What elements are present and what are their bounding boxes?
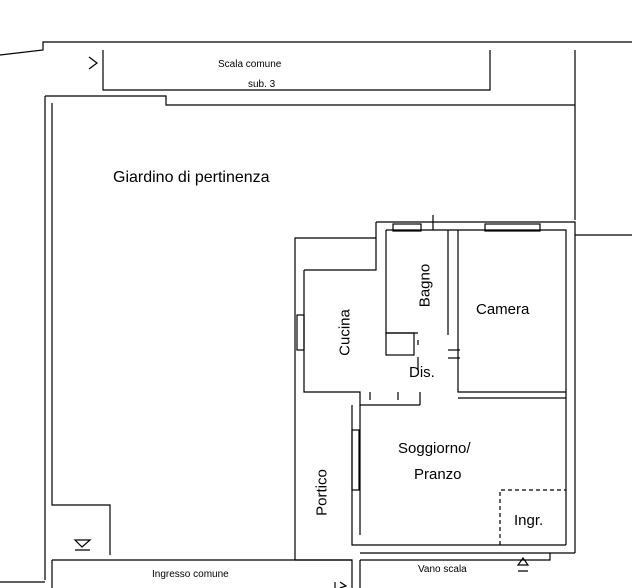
scala-comune-wall: [102, 50, 491, 91]
scala-sub-label: sub. 3: [248, 79, 276, 90]
ingresso-dashed: [499, 489, 566, 545]
portico-label: Portico: [313, 469, 331, 516]
camera-label: Camera: [476, 301, 530, 318]
garden-boundary-inner: [51, 103, 111, 555]
vano-scala-label: Vano scala: [418, 564, 467, 575]
ingr-label: Ingr.: [514, 512, 544, 529]
scala-arrow: [88, 56, 98, 70]
window-camera: [484, 223, 541, 232]
garden-boundary-outer: [45, 95, 575, 106]
dis-label: Dis.: [409, 364, 435, 381]
common-wall: [52, 559, 353, 588]
cucina-left: [303, 270, 420, 406]
stair-arrow-vano: [516, 556, 530, 572]
window-cucina: [296, 314, 305, 351]
bagno-wall: [385, 230, 418, 334]
soggiorno-label-1: Soggiorno/: [398, 440, 471, 457]
apartment-wall-top-right: [376, 221, 576, 553]
closet: [385, 332, 415, 356]
stair-arrow-left: [73, 539, 92, 551]
stair-arrow-common: [334, 581, 348, 588]
vano-scala-inner: [360, 553, 551, 561]
ingresso-comune-label: Ingresso comune: [152, 569, 229, 580]
soggiorno-label-2: Pranzo: [414, 466, 462, 483]
window-bagno: [392, 223, 422, 232]
apartment-wall-inner-top: [386, 229, 567, 545]
giardino-label: Giardino di pertinenza: [113, 169, 270, 186]
cucina-wall: [304, 238, 377, 271]
scala-comune-label: Scala comune: [218, 59, 282, 70]
camera-bottom: [457, 388, 566, 393]
bagno-label: Bagno: [416, 263, 434, 308]
plan-boundary-top-left: [0, 41, 632, 56]
apartment-wall-top: [294, 222, 377, 410]
cucina-label: Cucina: [336, 309, 354, 356]
window-soggiorno: [351, 429, 360, 491]
